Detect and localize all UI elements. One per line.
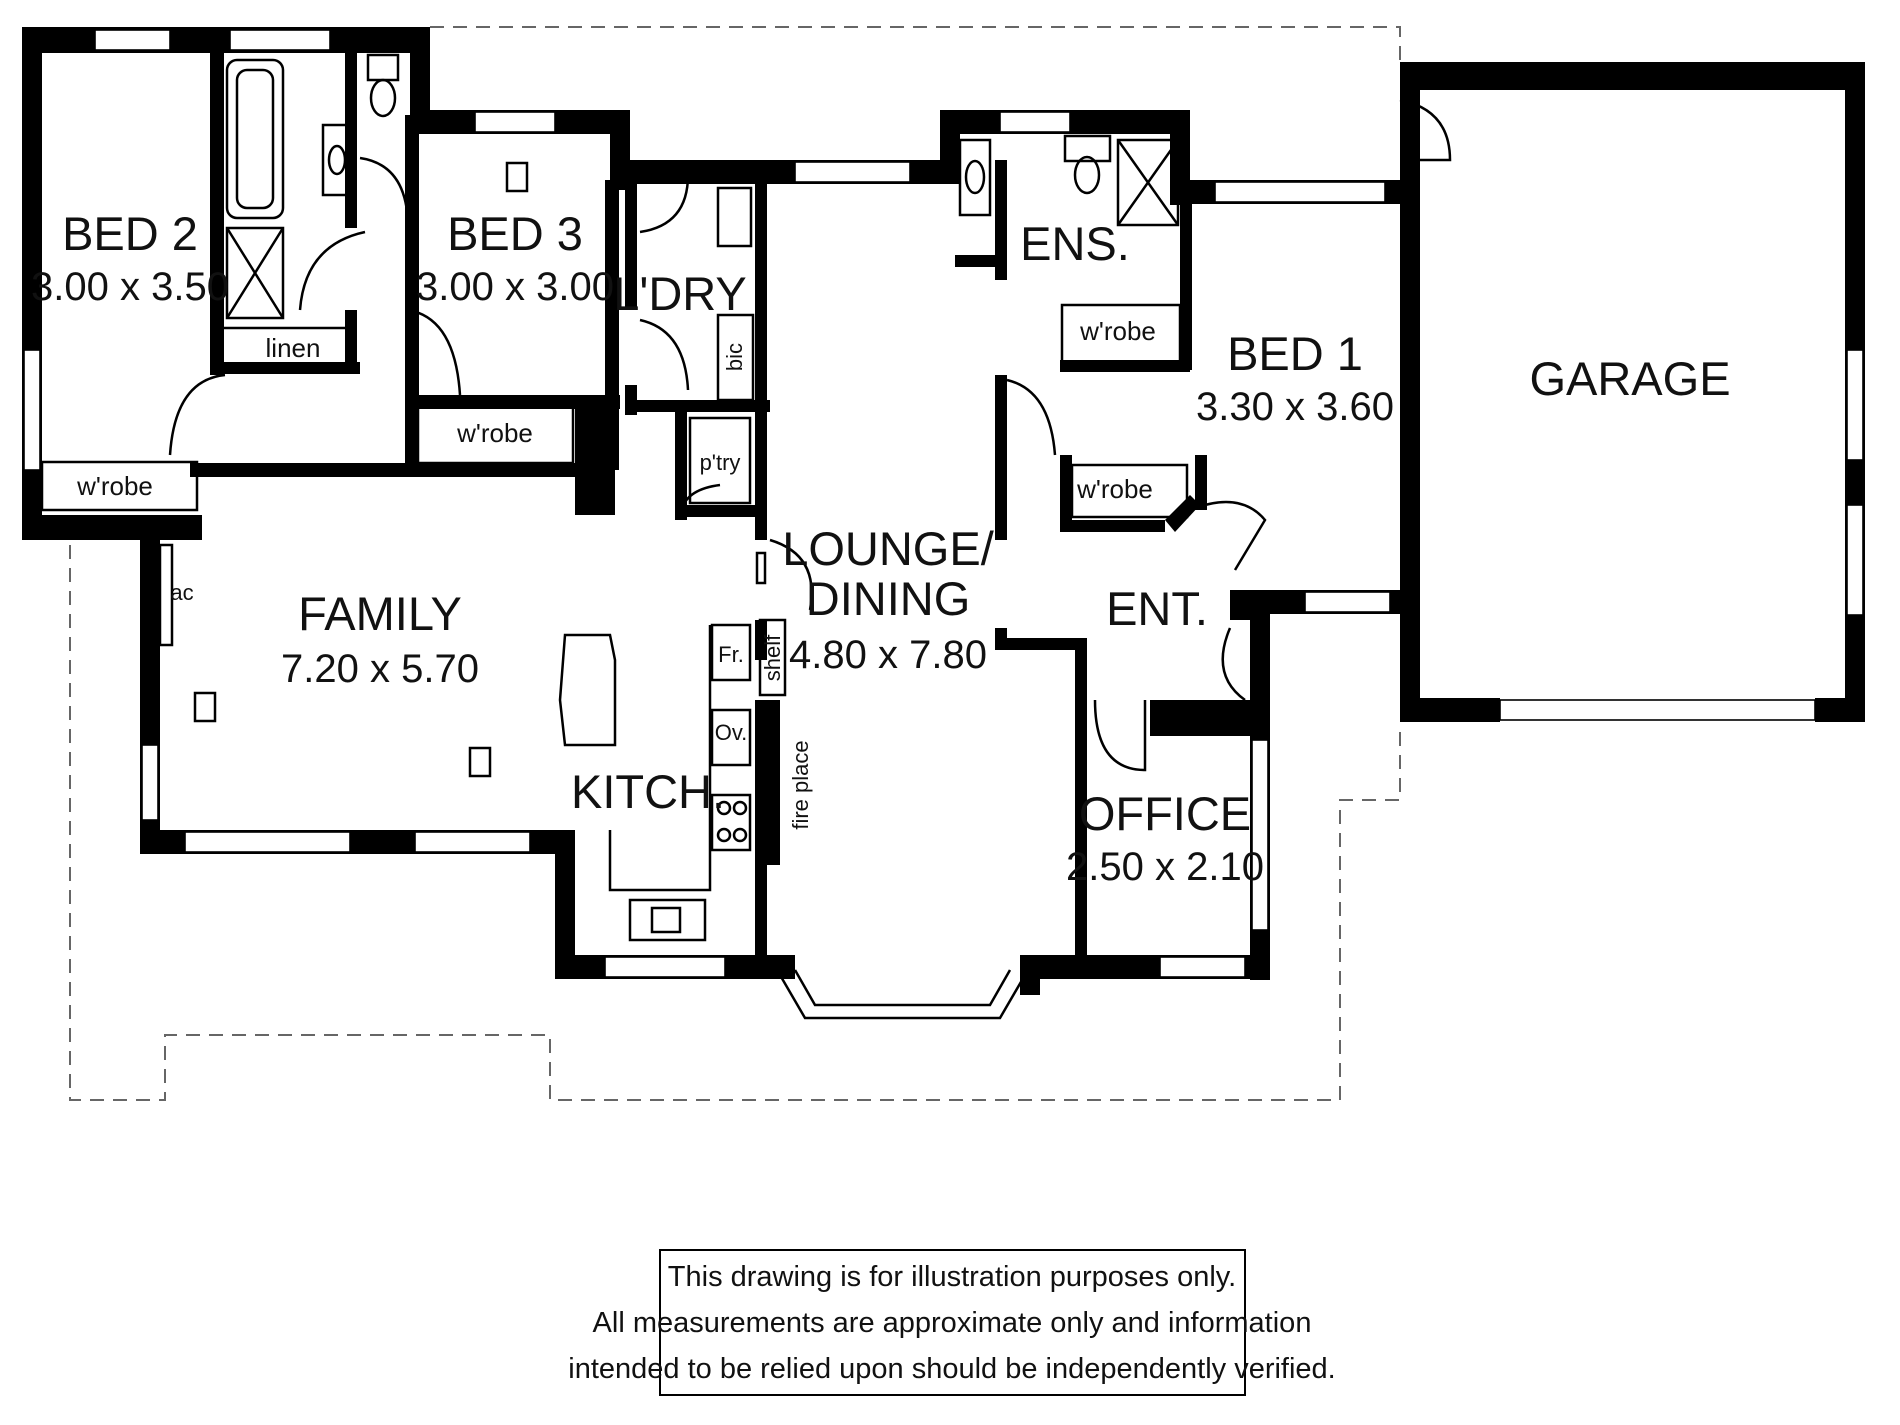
fixture-labels: linen w'robe w'robe w'robe w'robe bic p'… — [76, 316, 1156, 830]
built-ins — [40, 303, 1189, 647]
office-size: 2.50 x 2.10 — [1066, 845, 1264, 889]
windows — [23, 29, 1864, 978]
lounge-size: 4.80 x 7.80 — [789, 633, 987, 677]
laundry-name: L'DRY — [613, 267, 747, 320]
room-labels: BED 2 3.00 x 3.50 BED 3 3.00 x 3.00 L'DR… — [31, 207, 1731, 889]
bed3-size: 3.00 x 3.00 — [416, 265, 614, 309]
kitchen-name: KITCH. — [571, 765, 725, 818]
linen-label: linen — [266, 333, 321, 363]
ensuite-name: ENS. — [1020, 217, 1130, 270]
fireplace-label: fire place — [788, 740, 813, 829]
bed2-name: BED 2 — [62, 207, 198, 260]
family-name: FAMILY — [298, 587, 462, 640]
garage-name: GARAGE — [1529, 352, 1730, 405]
bic-label: bic — [722, 343, 747, 371]
lounge-name-line1: LOUNGE/ — [782, 522, 994, 575]
wrobe-bed3-label: w'robe — [456, 418, 533, 448]
verandah-outline — [69, 26, 1401, 1101]
pantry-label: p'try — [700, 450, 741, 475]
fridge-label: Fr. — [718, 642, 744, 667]
fixtures — [193, 53, 1180, 942]
disclaimer-line3: intended to be relied upon should be ind… — [568, 1353, 1335, 1385]
disclaimer-box: This drawing is for illustration purpose… — [568, 1249, 1336, 1396]
lounge-name-line2: DINING — [806, 572, 971, 625]
disclaimer-line2: All measurements are approximate only an… — [593, 1307, 1312, 1339]
disclaimer-line1: This drawing is for illustration purpose… — [668, 1261, 1236, 1293]
bed1-name: BED 1 — [1227, 327, 1363, 380]
entry-name: ENT. — [1106, 582, 1208, 635]
wrobe-bed1-label: w'robe — [1076, 474, 1153, 504]
bed3-name: BED 3 — [447, 207, 583, 260]
oven-label: Ov. — [715, 720, 748, 745]
interior-walls — [190, 53, 1415, 979]
bed1-size: 3.30 x 3.60 — [1196, 385, 1394, 429]
wrobe-ens-label: w'robe — [1079, 316, 1156, 346]
office-name: OFFICE — [1079, 787, 1251, 840]
shelf-label: shelf — [760, 634, 785, 681]
doors — [168, 98, 1452, 772]
wrobe-bed2-label: w'robe — [76, 471, 153, 501]
family-size: 7.20 x 5.70 — [281, 647, 479, 691]
ac-label: ac — [170, 580, 193, 605]
bed2-size: 3.00 x 3.50 — [31, 265, 229, 309]
